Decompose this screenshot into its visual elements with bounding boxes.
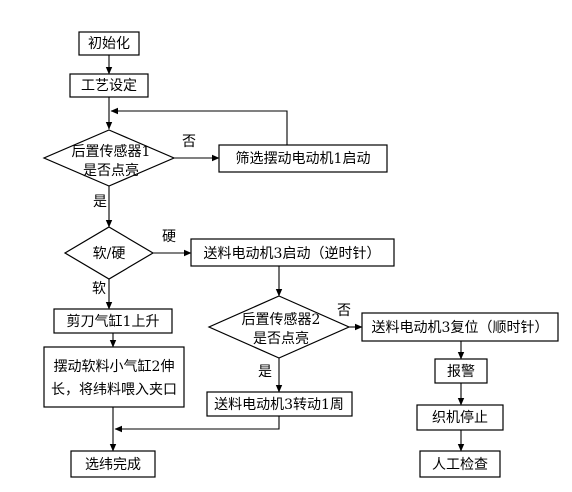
- feed-motor-reset-label: 送料电动机3复位（顺时针）: [372, 319, 549, 336]
- connectors: [105, 55, 465, 452]
- feed-motor-rotate-box: [206, 391, 353, 417]
- alarm-box: [434, 358, 488, 384]
- cutter-cylinder-label: 剪刀气缸1上升: [67, 313, 160, 330]
- screen-motor-start-box: [218, 144, 388, 173]
- weft-select-done-label: 选纬完成: [85, 457, 141, 473]
- sensor1-label-line2: 是否点亮: [83, 162, 139, 179]
- sensor1-decision: [42, 129, 176, 187]
- feed-motor-reset-box: [361, 312, 559, 342]
- edge-labels: 否 是 硬 软 否 是: [92, 134, 351, 380]
- swing-cylinder-label-line2: 长，将纬料喂入夹口: [51, 382, 177, 398]
- sensor2-label-line1: 后置传感器2: [242, 311, 321, 328]
- alarm-label: 报警: [447, 364, 475, 380]
- swing-cylinder-label-line1: 摆动软料小气缸2伸: [54, 358, 175, 375]
- process-setting-label: 工艺设定: [81, 78, 137, 94]
- feed-motor-start-label: 送料电动机3启动（逆时针）: [204, 246, 381, 262]
- init-box: [78, 31, 140, 56]
- shapes: [42, 31, 559, 478]
- sensor2-yes-label: 是: [258, 364, 272, 380]
- sensor2-label-line2: 是否点亮: [253, 330, 309, 347]
- arrow-rotate-to-main: [114, 416, 280, 433]
- sensor1-label-line1: 后置传感器1: [72, 143, 151, 160]
- loop-back-arrow: [110, 107, 288, 145]
- init-label: 初始化: [88, 35, 130, 52]
- node-labels: 初始化 工艺设定 后置传感器1 是否点亮 筛选摆动电动机1启动 软/硬 送料电动…: [51, 35, 548, 473]
- feed-motor-rotate-label: 送料电动机3转动1周: [214, 397, 344, 413]
- weft-select-done-box: [70, 450, 156, 478]
- soft-hard-label: 软/硬: [93, 246, 126, 262]
- loom-stop-box: [416, 404, 504, 431]
- sensor2-no-label: 否: [337, 303, 351, 319]
- process-setting-box: [69, 73, 149, 98]
- manual-check-box: [419, 450, 501, 478]
- hard-label: 硬: [162, 229, 176, 245]
- loom-stop-label: 织机停止: [432, 409, 488, 426]
- swing-cylinder-box: [43, 346, 185, 408]
- cutter-cylinder-box: [53, 308, 173, 334]
- sensor1-yes-label: 是: [93, 194, 107, 210]
- manual-check-label: 人工检查: [432, 457, 488, 473]
- soft-hard-decision: [63, 226, 155, 280]
- screen-motor-start-label: 筛选摆动电动机1启动: [236, 151, 371, 167]
- soft-label: 软: [92, 281, 106, 297]
- feed-motor-start-box: [190, 238, 395, 267]
- sensor1-no-label: 否: [182, 134, 196, 150]
- sensor2-decision: [207, 295, 351, 359]
